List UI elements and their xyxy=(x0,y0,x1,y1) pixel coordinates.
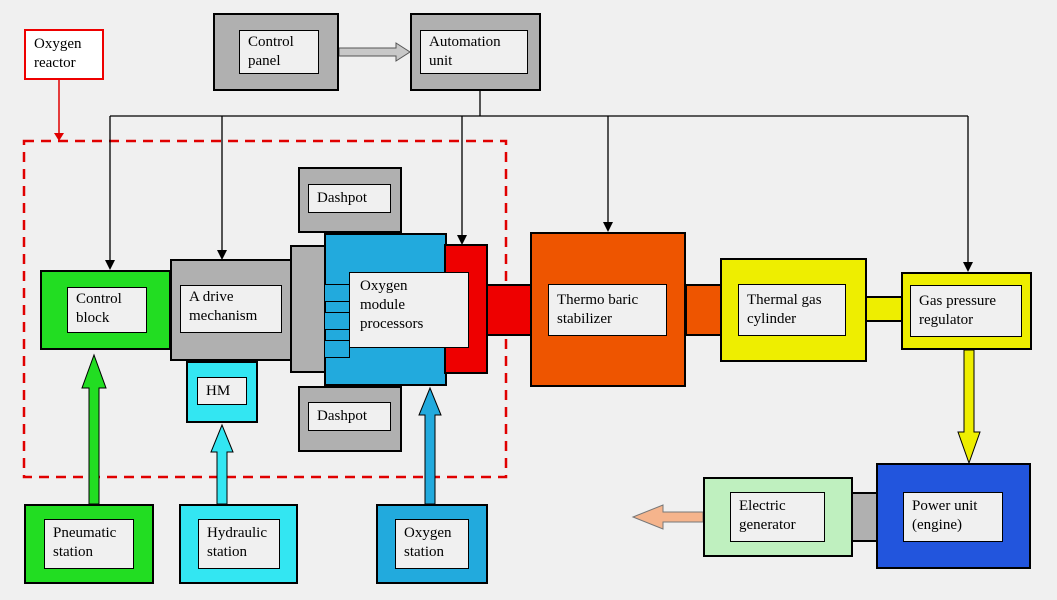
automation-unit-label: Automation unit xyxy=(420,30,528,74)
pneumatic-arrow xyxy=(81,353,107,505)
panel-to-automation-arrow xyxy=(338,42,411,62)
oxygen-station-label: Oxygen station xyxy=(395,519,469,569)
hydraulic-station-label: Hydraulic station xyxy=(198,519,280,569)
red-connector xyxy=(486,284,532,336)
gas-pressure-label: Gas pressure regulator xyxy=(910,285,1022,337)
module-port-2 xyxy=(324,312,350,330)
electric-generator-label: Electric generator xyxy=(730,492,825,542)
thermal-gas-label: Thermal gas cylinder xyxy=(738,284,846,336)
dashpot-top-label: Dashpot xyxy=(308,184,391,213)
output-arrow xyxy=(631,504,704,530)
oxygen-station-arrow xyxy=(418,386,442,505)
hm-label: HM xyxy=(197,377,247,405)
control-block-label: Control block xyxy=(67,287,147,333)
pneumatic-station-label: Pneumatic station xyxy=(44,519,134,569)
automation-lines xyxy=(109,91,969,263)
reactor-pointer-arrowhead xyxy=(54,133,64,141)
oxygen-module-label: Oxygen module processors xyxy=(349,272,469,348)
module-port-1 xyxy=(324,284,350,302)
control-panel-label: Control panel xyxy=(239,30,319,74)
drive-connector xyxy=(290,245,326,373)
orange-connector xyxy=(685,284,723,336)
drive-mechanism-label: A drive mechanism xyxy=(180,285,282,333)
automation-arrowheads xyxy=(105,222,973,272)
regulator-to-power-arrow xyxy=(957,349,981,465)
yellow-connector xyxy=(865,296,903,322)
hydraulic-arrow xyxy=(210,423,234,505)
generator-connector xyxy=(851,492,878,542)
module-port-3 xyxy=(324,340,350,358)
thermo-baric-label: Thermo baric stabilizer xyxy=(548,284,667,336)
power-unit-label: Power unit (engine) xyxy=(903,492,1003,542)
dashpot-bottom-label: Dashpot xyxy=(308,402,391,431)
oxygen-reactor-label: Oxygen reactor xyxy=(24,29,104,80)
